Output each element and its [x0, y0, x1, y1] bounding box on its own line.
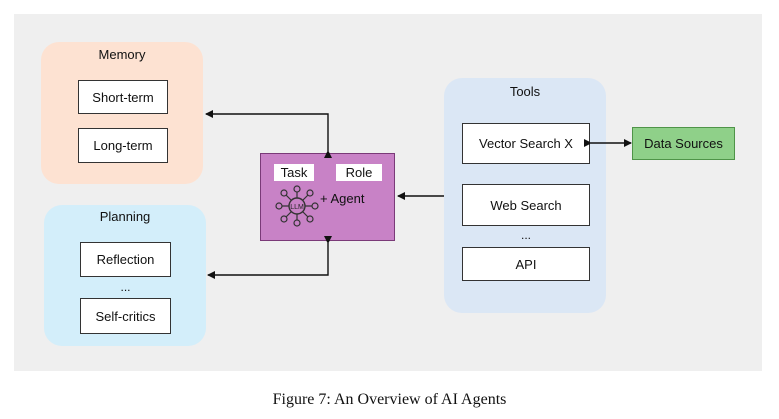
llm-network-icon: LLM — [275, 185, 319, 227]
memory-title: Memory — [98, 47, 146, 62]
memory-short-term-box: Short-term — [78, 80, 168, 114]
agent-label: + Agent — [320, 191, 365, 206]
planning-reflection-box: Reflection — [80, 242, 171, 277]
web-search-box: Web Search — [462, 184, 590, 226]
tools-ellipsis: ... — [520, 228, 531, 242]
llm-label: LLM — [290, 204, 304, 211]
role-tag: Role — [336, 164, 382, 181]
planning-ellipsis: ... — [120, 280, 131, 294]
planning-self-critics-box: Self-critics — [80, 298, 171, 334]
memory-long-term-box: Long-term — [78, 128, 168, 163]
task-tag: Task — [274, 164, 314, 181]
data-sources-box: Data Sources — [632, 127, 735, 160]
planning-title: Planning — [99, 209, 151, 224]
api-box: API — [462, 247, 590, 281]
vector-search-box: Vector Search X — [462, 123, 590, 164]
figure-caption: Figure 7: An Overview of AI Agents — [272, 391, 507, 408]
tools-title: Tools — [509, 84, 541, 99]
agent-box: Task Role LLM + Agent — [260, 153, 395, 241]
